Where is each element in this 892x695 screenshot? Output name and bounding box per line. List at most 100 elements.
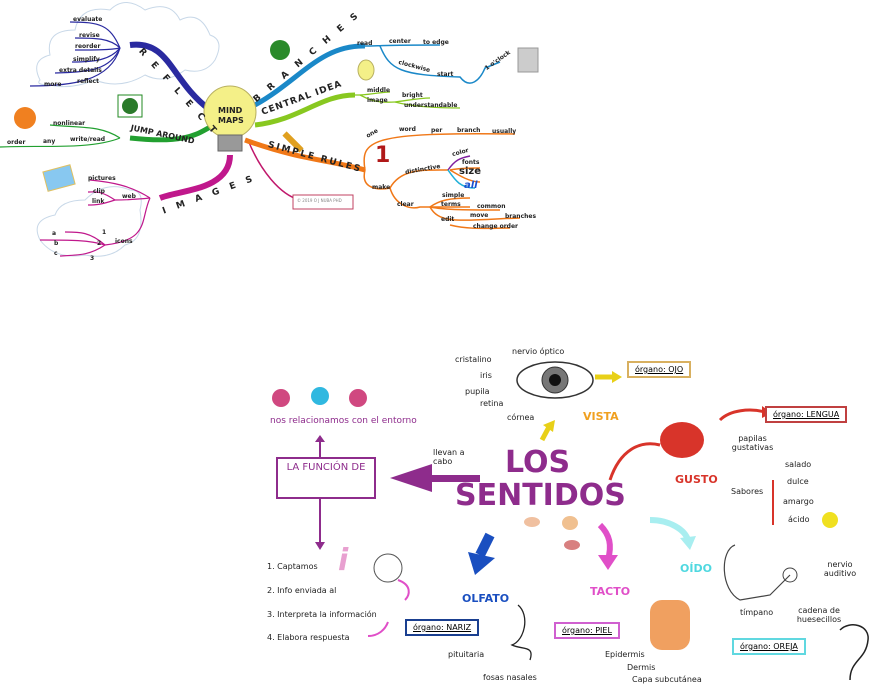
hand-icon <box>650 600 690 650</box>
tacto-arrow <box>597 522 613 561</box>
branches-item: read <box>357 40 373 47</box>
pictures-icon <box>42 164 76 192</box>
copyright-box <box>292 194 354 210</box>
senses-icons <box>524 516 580 550</box>
gusto-organo-box: órgano: LENGUA <box>765 406 848 423</box>
central-item: image <box>367 97 388 104</box>
tacto-organo-box: órgano: PIEL <box>554 622 620 639</box>
tacto-part: Capa subcutánea <box>632 675 702 684</box>
images-branch <box>158 154 233 201</box>
reflect-item: evaluate <box>73 16 103 23</box>
mind-map-center-1: MIND <box>218 106 243 115</box>
sentidos-diagram: i nos relacionamos con el entorno LA FUN… <box>250 340 892 695</box>
rules-item: clear <box>397 201 414 208</box>
oido-part: nervio auditivo <box>823 560 857 578</box>
vista-part: córnea <box>507 413 535 422</box>
step-item: 3. Interpreta la información <box>267 610 377 619</box>
central-item: bright <box>402 92 423 99</box>
images-item: web <box>122 193 136 200</box>
olfato-organo-box: órgano: NARIZ <box>405 619 480 636</box>
rules-item: branches <box>505 213 537 220</box>
oido-label: OÍDO <box>680 562 712 575</box>
mind-map-bulb-icon <box>203 85 257 152</box>
sabores-label: Sabores <box>731 487 764 496</box>
rules-item: edit <box>441 216 455 223</box>
images-item: link <box>92 198 105 205</box>
rules-item: all <box>464 180 478 191</box>
jump-item: write/read <box>70 136 106 143</box>
relacion-text: nos relacionamos con el entorno <box>270 416 417 426</box>
rules-item: terms <box>441 201 461 208</box>
nose-icon <box>510 604 532 661</box>
images-item: a <box>52 230 57 237</box>
olfato-label: OLFATO <box>462 592 510 605</box>
reflect-cloud <box>36 2 220 88</box>
vista-label: VISTA <box>583 410 619 423</box>
digit-icon <box>517 47 539 73</box>
mind-map: 1 MIND MAPS R E F L E C T JUMP AROUND I … <box>0 0 540 262</box>
jump-item: order <box>7 139 26 146</box>
branches-branch <box>253 43 366 108</box>
rules-item: size <box>459 166 481 177</box>
oido-arrow <box>649 517 691 542</box>
tacto-part: Dermis <box>627 663 656 672</box>
rules-item: branch <box>457 127 481 134</box>
llevan-arrow <box>390 464 432 492</box>
images-item: 2 <box>97 240 102 247</box>
images-item: c <box>54 250 58 257</box>
tongue-icon <box>660 422 704 458</box>
simple-rules-branch <box>244 137 366 173</box>
images-item: b <box>54 240 59 247</box>
vista-part: nervio óptico <box>512 347 565 356</box>
vista-part: cristalino <box>455 355 492 364</box>
reflect-item: reorder <box>75 43 101 50</box>
idea-bulb-icon <box>357 59 375 81</box>
reflect-item: revise <box>79 32 100 39</box>
rules-item: per <box>431 127 443 134</box>
central-item: middle <box>367 87 391 94</box>
mind-map-center-2: MAPS <box>218 116 244 125</box>
brain-head-icon <box>373 553 403 583</box>
olfato-arrow <box>475 532 495 558</box>
oido-organo-box: órgano: OREJA <box>732 638 806 655</box>
arrow-circle-icon <box>272 389 290 407</box>
oido-part: tímpano <box>740 608 774 617</box>
tacto-label: TACTO <box>590 585 631 598</box>
rules-item: common <box>477 203 506 210</box>
mind-map-branches: 1 <box>0 2 539 257</box>
images-item: clip <box>93 188 105 195</box>
gusto-arrow <box>608 442 661 481</box>
rules-item: change order <box>473 223 519 230</box>
images-item: 3 <box>90 255 95 262</box>
rules-item: usually <box>492 128 517 135</box>
sabor-item: amargo <box>783 497 814 506</box>
branches-item: to edge <box>423 39 449 46</box>
arrow-circle-icon <box>349 389 367 407</box>
images-item: 1 <box>102 229 107 236</box>
vista-part: iris <box>480 371 492 380</box>
papilas-text: papilas gustativas <box>731 434 774 452</box>
pencils-icon <box>282 131 304 153</box>
funcion-box <box>276 457 376 499</box>
copyright-text: © 2019 O J NUBA PHD <box>297 198 342 203</box>
oido-part: cadena de huesecillos <box>796 606 842 624</box>
jump-item: nonlinear <box>53 120 86 127</box>
central-item: understandable <box>404 102 458 109</box>
jump-item: any <box>43 138 56 145</box>
info-icon: i <box>338 543 349 578</box>
reflect-branch <box>129 41 212 113</box>
olfato-part: pituitaria <box>448 650 485 659</box>
rules-item: make <box>372 184 391 191</box>
branches-item: start <box>437 71 454 78</box>
rules-item: move <box>470 212 489 219</box>
ear-icon <box>839 624 869 681</box>
reflect-item: extra details <box>59 67 102 74</box>
nonlinear-icon <box>14 107 36 129</box>
rules-item: simple <box>442 192 465 199</box>
central-idea-branch <box>254 92 356 128</box>
title-sentidos: SENTIDOS <box>455 478 626 513</box>
step-item: 1. Captamos <box>267 562 318 571</box>
sabor-item: salado <box>785 460 812 469</box>
olfato-organo: órgano: NARIZ <box>413 623 472 632</box>
branches-item: center <box>389 38 411 45</box>
